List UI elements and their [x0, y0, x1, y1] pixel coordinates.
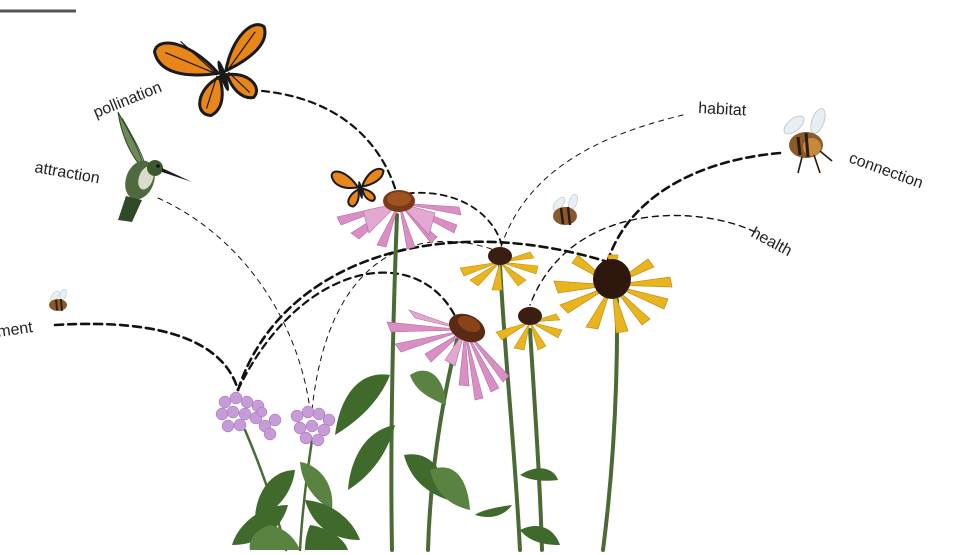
leaf — [335, 374, 390, 435]
rudbeckia-low-stem — [530, 330, 542, 550]
arc-connection — [608, 153, 780, 260]
rudbeckia-flower-mid — [460, 247, 538, 290]
leaf — [520, 526, 560, 545]
label-pollination: pollination — [91, 79, 164, 122]
arc-habitat — [500, 115, 683, 250]
monarch-butterfly-small — [331, 163, 389, 209]
echinacea-low-stem — [428, 340, 457, 550]
rudbeckia-flower-big — [554, 255, 672, 333]
label-health: health — [748, 225, 794, 260]
bee-small-left — [49, 288, 68, 311]
arc-enrichment — [55, 324, 238, 390]
monarch-butterfly-large — [153, 12, 285, 126]
phlox-cluster-right — [291, 406, 335, 446]
flower-center — [488, 247, 512, 265]
hummingbird — [118, 112, 192, 222]
bee-small-mid — [551, 193, 580, 225]
flower-center — [518, 307, 542, 325]
label-enrichment-partial: ment — [0, 319, 34, 341]
leaf — [348, 425, 395, 490]
phlox-cluster-left — [216, 392, 281, 440]
leaf — [520, 468, 558, 481]
label-connection: connection — [847, 150, 926, 192]
echinacea-tall-stem — [391, 215, 397, 550]
flower-center — [593, 259, 631, 299]
leaf — [475, 505, 512, 517]
label-attraction: attraction — [33, 159, 101, 187]
leaf — [410, 371, 446, 405]
label-habitat: habitat — [698, 100, 747, 120]
bee-large — [781, 107, 832, 173]
rudbeckia-big-stem — [603, 300, 617, 550]
connection-arcs — [55, 90, 780, 410]
